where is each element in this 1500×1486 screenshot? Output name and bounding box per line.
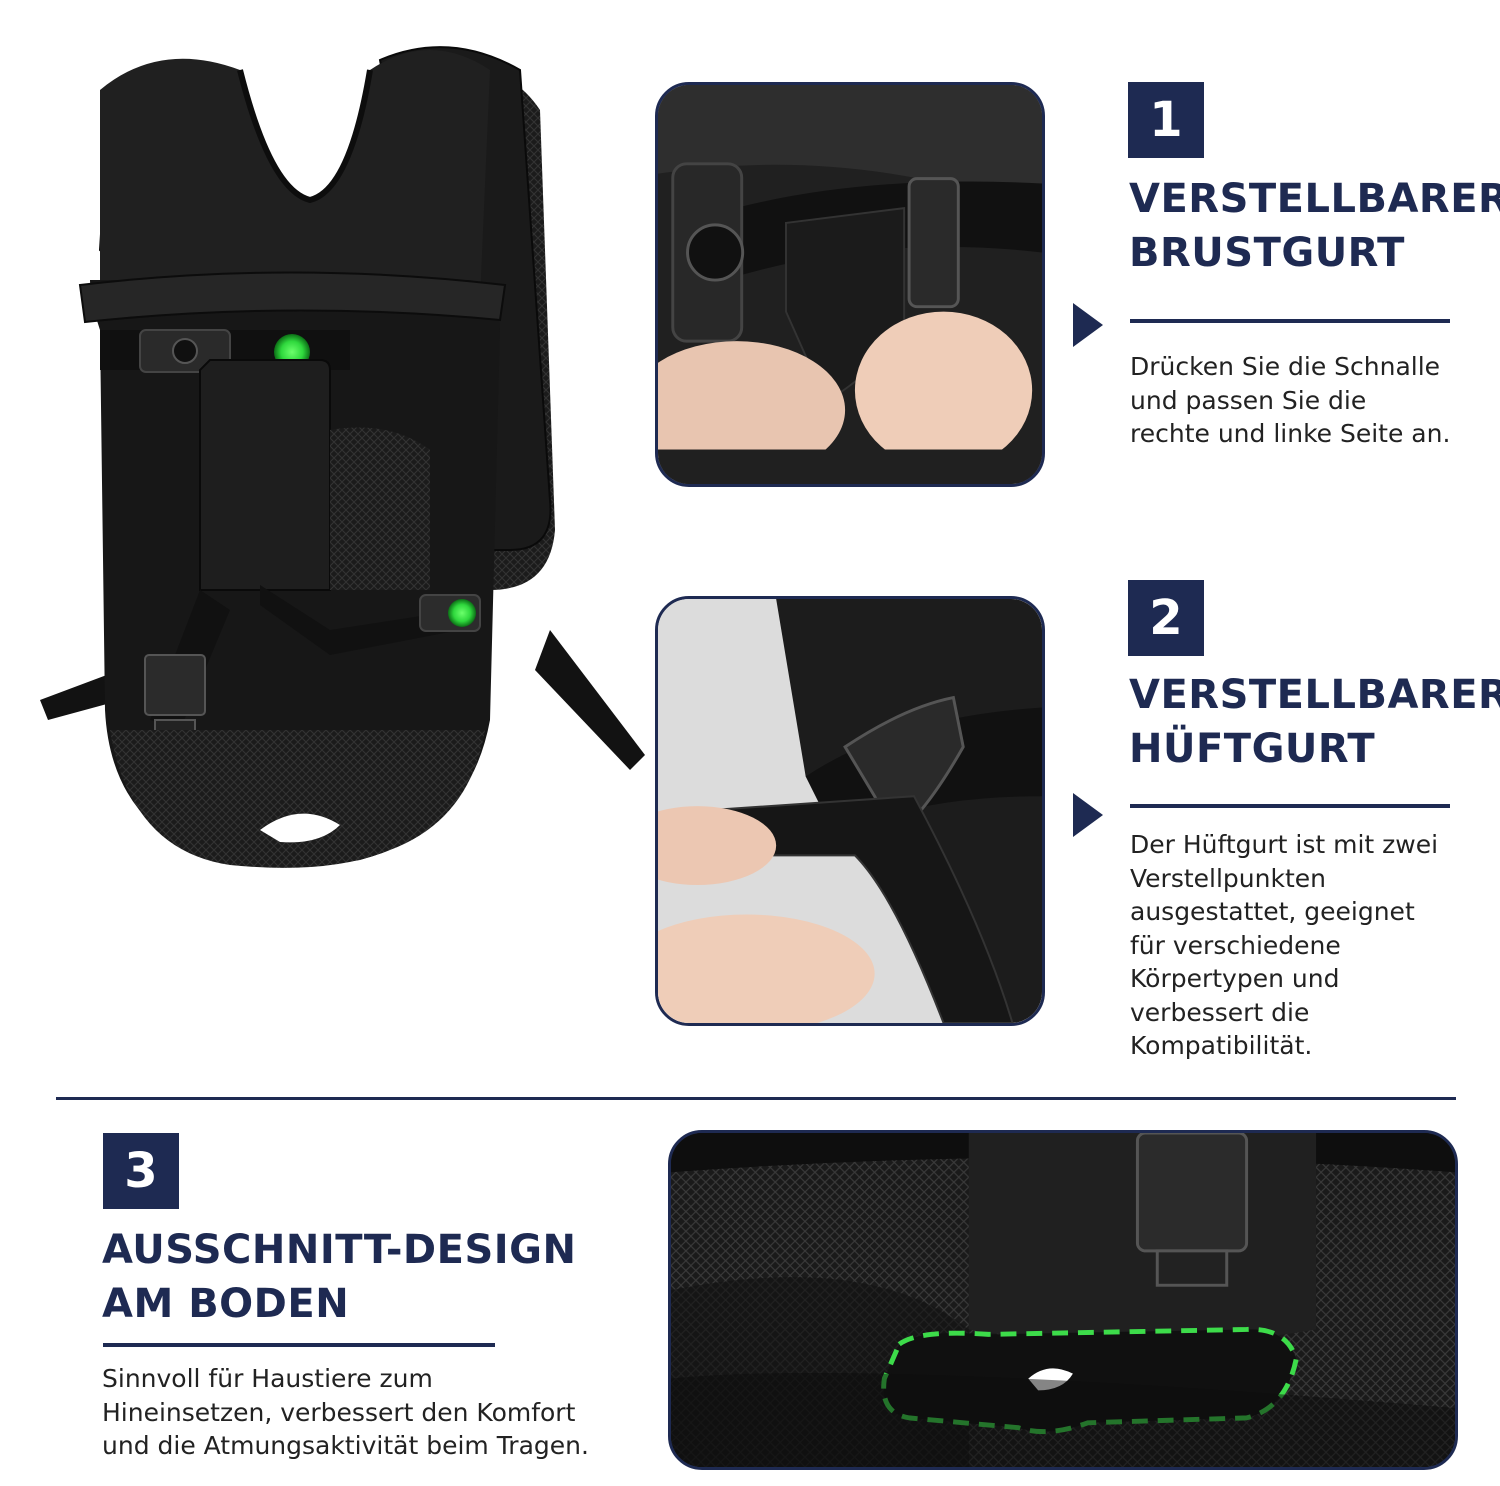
description-line: und passen Sie die [1130, 385, 1367, 415]
hip-strap-photo [655, 596, 1045, 1026]
feature-title: VERSTELLBARER HÜFTGURT [1129, 668, 1500, 776]
chest-strap-photo [655, 82, 1045, 487]
description-line: Der Hüftgurt ist mit zwei [1130, 830, 1439, 859]
feature-title-line: HÜFTGURT [1129, 726, 1376, 772]
description-line: ausgestattet, geeignet [1130, 897, 1415, 926]
description-line: für verschiedene [1130, 930, 1341, 960]
title-underline [1130, 319, 1450, 323]
description-line: rechte und linke Seite an. [1130, 419, 1451, 448]
description-line: Drücken Sie die Schnalle [1130, 352, 1441, 381]
description-line: Sinnvoll für Haustiere zum [102, 1364, 433, 1393]
feature-title-line: VERSTELLBARER [1129, 672, 1500, 718]
feature-description: Der Hüftgurt ist mit zwei Verstellpunkte… [1130, 828, 1438, 1063]
feature-title-line: BRUSTGURT [1129, 230, 1405, 276]
feature-title-line: AM BODEN [102, 1281, 350, 1327]
title-underline [103, 1343, 495, 1347]
description-line: verbessert die [1130, 997, 1310, 1027]
description-line: Kompatibilität. [1130, 1031, 1313, 1060]
description-line: Verstellpunkten [1130, 863, 1326, 893]
feature-number-badge: 2 [1128, 580, 1204, 656]
feature-description: Drücken Sie die Schnalle und passen Sie … [1130, 350, 1450, 451]
pointer-arrow-icon [1073, 793, 1103, 837]
pet-carrier-backpack-image [40, 46, 645, 868]
feature-title-line: AUSSCHNITT-DESIGN [102, 1227, 577, 1273]
description-line: Hineinsetzen, verbessert den Komfort [102, 1397, 576, 1427]
section-divider [56, 1097, 1456, 1100]
hip-strap-illustration [658, 599, 1042, 1023]
feature-title: AUSSCHNITT-DESIGN AM BODEN [102, 1223, 576, 1331]
pointer-arrow-icon [1073, 303, 1103, 347]
feature-number-badge: 1 [1128, 82, 1204, 158]
description-line: und die Atmungsaktivität beim Tragen. [102, 1431, 589, 1460]
feature-number-badge: 3 [103, 1133, 179, 1209]
bottom-cutout-photo [668, 1130, 1458, 1470]
description-line: Körpertypen und [1130, 964, 1340, 993]
feature-description: Sinnvoll für Haustiere zum Hineinsetzen,… [102, 1362, 589, 1463]
feature-title-line: VERSTELLBARER [1129, 176, 1500, 222]
title-underline [1130, 804, 1450, 808]
feature-title: VERSTELLBARER BRUSTGURT [1129, 172, 1500, 280]
chest-strap-illustration [658, 85, 1042, 484]
bottom-cutout-illustration [671, 1133, 1455, 1467]
